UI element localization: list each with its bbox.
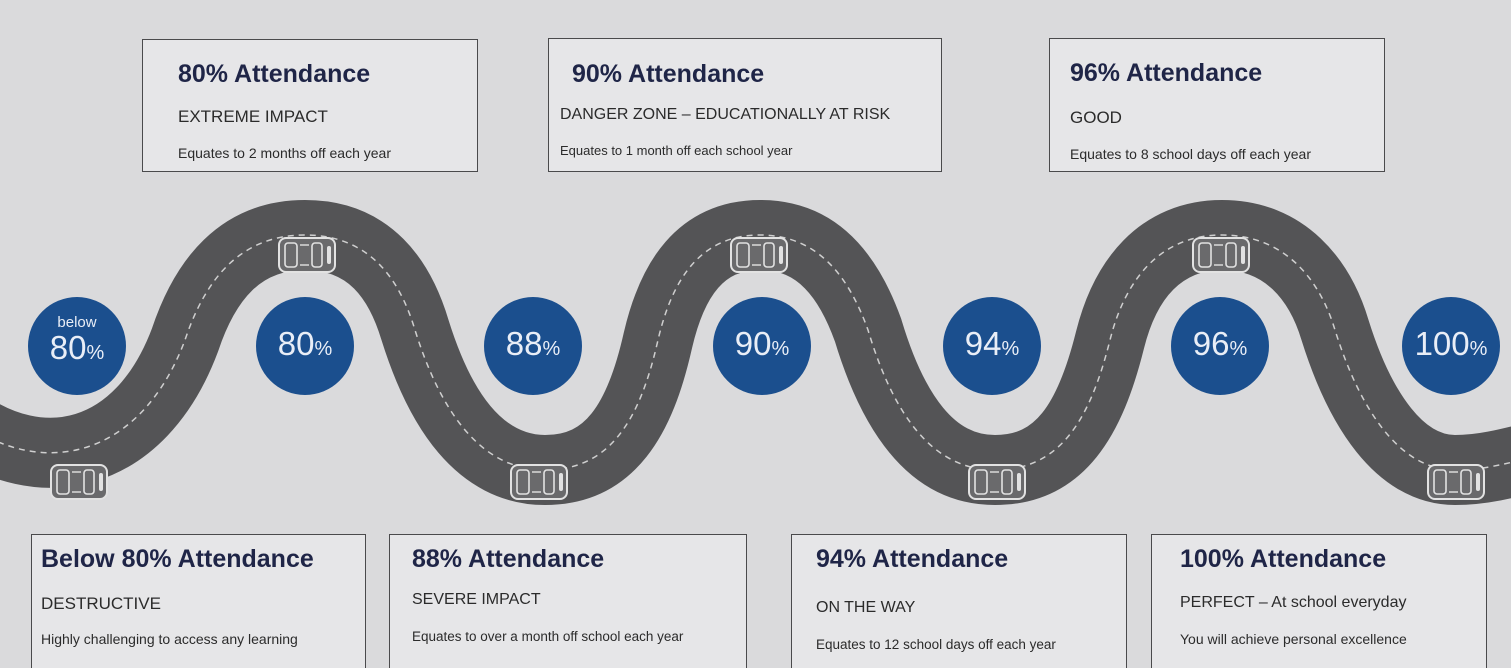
info-box-title: 94% Attendance xyxy=(816,545,1009,573)
badge-80: 80% xyxy=(256,297,354,395)
badge-90: 90% xyxy=(713,297,811,395)
badge-value-line: 90% xyxy=(734,324,790,367)
info-box-detail: Equates to 8 school days off each year xyxy=(1070,146,1312,162)
car-icon xyxy=(968,464,1026,500)
badge-unit: % xyxy=(1001,337,1020,360)
info-box-title: 100% Attendance xyxy=(1180,545,1387,573)
info-box-subtitle: DESTRUCTIVE xyxy=(41,594,161,613)
road-center-line xyxy=(0,234,1511,471)
badge-value: 80 xyxy=(49,328,87,366)
info-box-title: 90% Attendance xyxy=(572,60,765,88)
badge-value: 88 xyxy=(505,324,543,362)
info-box-subtitle: SEVERE IMPACT xyxy=(412,591,541,608)
badge-below-80: below 80% xyxy=(28,297,126,395)
badge-value-line: 100% xyxy=(1414,324,1488,367)
badge-unit: % xyxy=(1469,337,1488,360)
info-box-detail: Equates to 2 months off each year xyxy=(178,145,391,161)
car-icon xyxy=(1427,464,1485,500)
info-box-detail: Equates to 1 month off each school year xyxy=(560,143,793,158)
info-box-title: 80% Attendance xyxy=(178,60,371,88)
badge-prefix: below xyxy=(57,313,97,331)
car-icon xyxy=(730,237,788,273)
badge-88: 88% xyxy=(484,297,582,395)
info-box-subtitle: PERFECT – At school everyday xyxy=(1180,594,1407,611)
badge-96: 96% xyxy=(1171,297,1269,395)
info-box-below-80: Below 80% Attendance DESTRUCTIVE Highly … xyxy=(31,534,366,668)
info-box-title: 88% Attendance xyxy=(412,545,605,573)
info-box-94: 94% Attendance ON THE WAY Equates to 12 … xyxy=(791,534,1127,668)
info-box-90: 90% Attendance DANGER ZONE – EDUCATIONAL… xyxy=(548,38,942,172)
badge-value-line: 80% xyxy=(277,324,333,367)
badge-unit: % xyxy=(314,337,333,360)
info-box-100: 100% Attendance PERFECT – At school ever… xyxy=(1151,534,1487,668)
car-icon xyxy=(1192,237,1250,273)
badge-value: 90 xyxy=(734,324,772,362)
info-box-88: 88% Attendance SEVERE IMPACT Equates to … xyxy=(389,534,747,668)
badge-value-line: 96% xyxy=(1192,324,1248,367)
badge-value: 100 xyxy=(1414,324,1470,362)
info-box-detail: Equates to over a month off school each … xyxy=(412,629,684,644)
badge-unit: % xyxy=(771,337,790,360)
car-icon xyxy=(510,464,568,500)
badge-94: 94% xyxy=(943,297,1041,395)
badge-unit: % xyxy=(542,337,561,360)
info-box-detail: Equates to 12 school days off each year xyxy=(816,637,1056,652)
info-box-80: 80% Attendance EXTREME IMPACT Equates to… xyxy=(142,39,478,172)
badge-value-line: 80% xyxy=(49,328,105,371)
info-box-96: 96% Attendance GOOD Equates to 8 school … xyxy=(1049,38,1385,172)
info-box-title: 96% Attendance xyxy=(1070,59,1263,87)
car-icon xyxy=(278,237,336,273)
badge-value: 96 xyxy=(1192,324,1230,362)
info-box-subtitle: GOOD xyxy=(1070,108,1122,127)
info-box-subtitle: DANGER ZONE – EDUCATIONALLY AT RISK xyxy=(560,106,891,123)
info-box-detail: You will achieve personal excellence xyxy=(1180,631,1407,647)
badge-unit: % xyxy=(1229,337,1248,360)
badge-value-line: 88% xyxy=(505,324,561,367)
car-icon xyxy=(50,464,108,500)
badge-value-line: 94% xyxy=(964,324,1020,367)
badge-value: 80 xyxy=(277,324,315,362)
badge-unit: % xyxy=(86,341,105,364)
info-box-title: Below 80% Attendance xyxy=(41,545,314,573)
badge-100: 100% xyxy=(1402,297,1500,395)
info-box-subtitle: EXTREME IMPACT xyxy=(178,107,328,126)
info-box-subtitle: ON THE WAY xyxy=(816,599,916,616)
info-box-detail: Highly challenging to access any learnin… xyxy=(41,631,298,647)
badge-value: 94 xyxy=(964,324,1002,362)
